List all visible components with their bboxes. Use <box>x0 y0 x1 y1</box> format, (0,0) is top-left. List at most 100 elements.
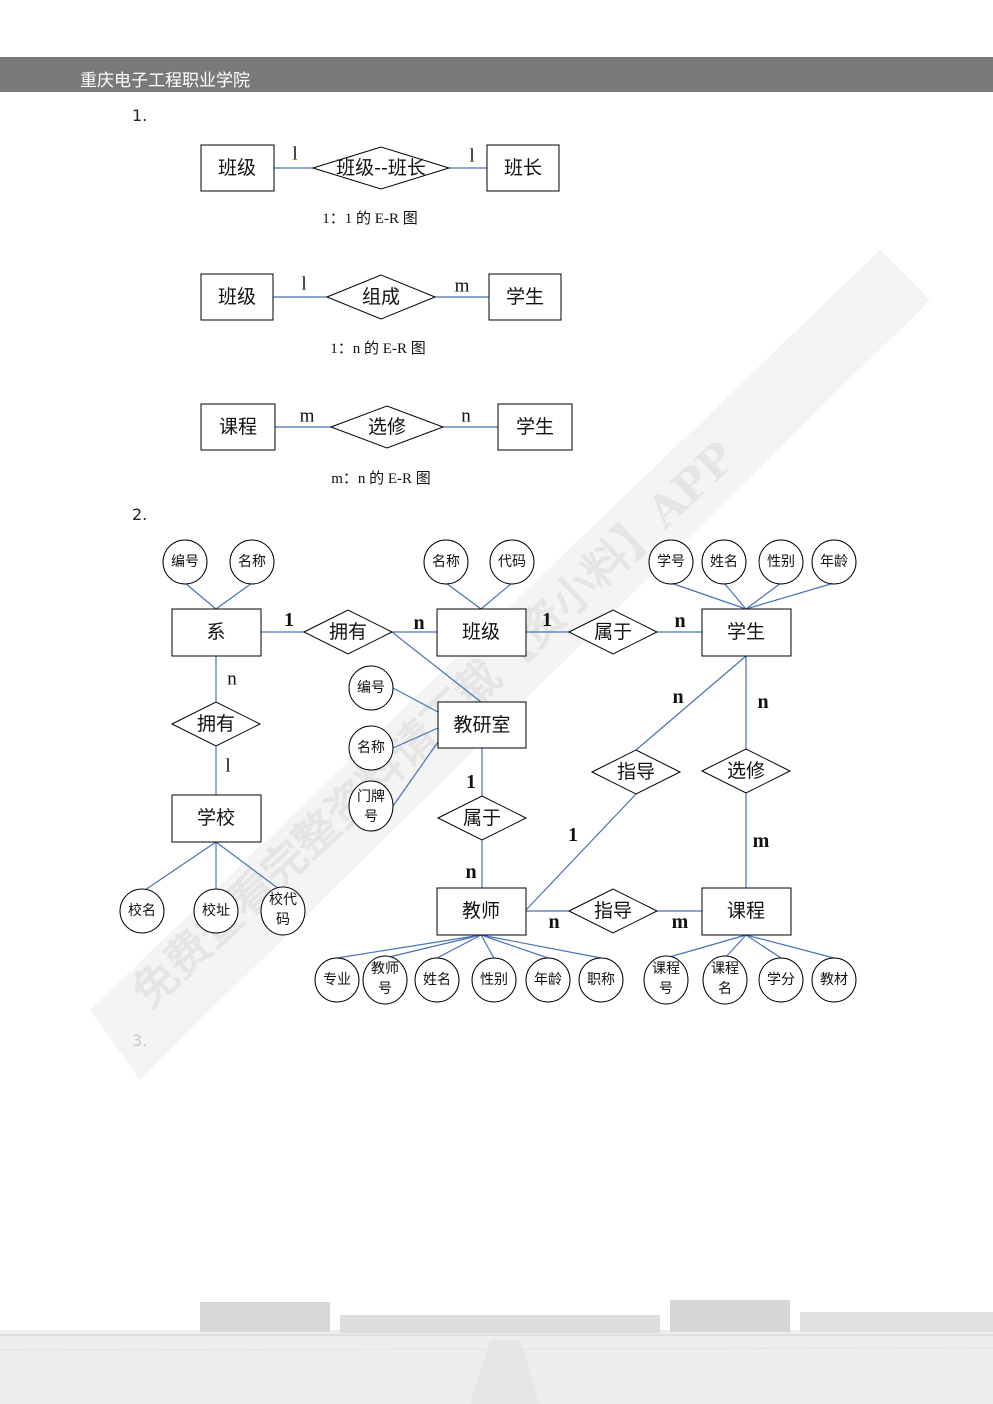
entity-box <box>488 273 562 321</box>
attribute-label: 号 <box>364 809 378 825</box>
relation-diamond <box>590 749 682 795</box>
attribute-ellipse <box>229 539 275 585</box>
attribute-ellipse <box>348 665 394 711</box>
relation-label: 指导 <box>617 761 655 783</box>
relation-label: 选修 <box>368 416 406 438</box>
cardinality: n <box>413 612 424 634</box>
cardinality: n <box>757 691 768 713</box>
entity-label: 班长 <box>504 157 542 179</box>
relation-diamond <box>436 795 528 841</box>
attribute-label: 名称 <box>357 740 385 756</box>
entity-box <box>200 144 275 192</box>
attribute-label: 校名 <box>128 902 156 919</box>
attribute-ellipse <box>811 957 857 1003</box>
entity-label: 班级 <box>218 286 256 308</box>
relation-diamond <box>325 274 437 320</box>
entity-box <box>171 794 262 843</box>
attribute-label: 课程 <box>711 961 739 977</box>
entity-box <box>437 701 527 749</box>
attribute-ellipse <box>578 957 624 1003</box>
attribute-label: 职称 <box>587 972 615 988</box>
attribute-label: 校址 <box>202 902 230 919</box>
cardinality: l <box>469 146 474 167</box>
entity-label: 班级 <box>218 157 256 179</box>
cardinality: n <box>674 610 685 632</box>
attribute-label: 性别 <box>767 554 795 570</box>
attribute-ellipse <box>489 539 535 585</box>
attribute-ellipse <box>702 955 748 1005</box>
attribute-label: 年龄 <box>534 972 562 988</box>
entity-box <box>200 403 276 451</box>
entity-label: 教师 <box>462 900 500 922</box>
entity-label: 课程 <box>727 900 765 922</box>
attribute-ellipse <box>348 725 394 771</box>
attribute-label: 名称 <box>238 554 266 570</box>
attribute-ellipse <box>701 539 747 585</box>
attribute-ellipse <box>260 886 306 936</box>
cardinality: n <box>227 669 237 690</box>
attribute-label: 学号 <box>657 554 685 570</box>
relation-label: 选修 <box>727 760 765 782</box>
entity-label: 学生 <box>727 621 765 643</box>
attribute-label: 名 <box>718 981 732 997</box>
attribute-label: 教材 <box>820 972 848 988</box>
section-2-label: 2. <box>132 505 148 524</box>
connector-lines <box>141 582 835 959</box>
campus-sketch <box>0 1300 993 1404</box>
attribute-label: 课程 <box>652 961 680 977</box>
cardinality: m <box>455 276 470 297</box>
cardinality: n <box>672 686 683 708</box>
er-diagram-2: 系 班级 学生 教研室 学校 教师 课程 拥有 属于 拥有 属于 指导 选修 指… <box>119 539 857 1005</box>
attribute-label: 门牌 <box>357 788 385 805</box>
attribute-ellipse <box>471 957 517 1003</box>
attribute-ellipse <box>314 957 360 1003</box>
caption: 1：1 的 E-R 图 <box>322 210 417 227</box>
header-bar <box>0 57 993 92</box>
entity-box <box>436 887 527 936</box>
cardinality: 1 <box>466 771 476 793</box>
attribute-ellipse <box>414 957 460 1003</box>
attribute-label: 号 <box>378 981 392 997</box>
attribute-ellipse <box>648 539 694 585</box>
header-title: 重庆电子工程职业学院 <box>80 71 250 91</box>
attribute-label: 代码 <box>498 554 526 570</box>
relation-diamond <box>170 701 262 747</box>
cardinality: 1 <box>542 609 552 631</box>
cardinality: m <box>300 406 315 427</box>
attribute-ellipse <box>643 955 689 1005</box>
attribute-ellipse <box>119 888 165 934</box>
relation-diamond <box>311 146 451 190</box>
cardinality: 1 <box>568 824 578 846</box>
attribute-ellipse <box>525 957 571 1003</box>
relation-diamond <box>302 609 394 655</box>
entity-box <box>701 608 792 657</box>
relation-label: 组成 <box>362 286 400 308</box>
er-1-n: 班级 组成 学生 l m 1：n 的 E-R 图 <box>200 273 562 357</box>
attribute-label: 教师 <box>371 961 399 977</box>
entity-label: 学校 <box>197 807 235 829</box>
entity-label: 学生 <box>506 286 544 308</box>
attribute-label: 校代 <box>269 891 297 908</box>
entity-box <box>171 608 262 657</box>
caption: 1：n 的 E-R 图 <box>330 340 425 357</box>
relation-diamond <box>700 748 792 794</box>
attribute-ellipse <box>758 539 804 585</box>
entity-box <box>436 608 527 657</box>
entity-box <box>486 144 560 192</box>
cardinality: n <box>465 861 476 883</box>
attribute-label: 姓名 <box>423 972 451 988</box>
attribute-ellipse <box>193 888 239 934</box>
attribute-ellipse <box>362 955 408 1005</box>
attribute-label: 姓名 <box>710 554 738 570</box>
attribute-label: 专业 <box>323 972 351 988</box>
caption: m：n 的 E-R 图 <box>331 470 431 487</box>
cardinality: l <box>225 756 230 777</box>
entity-label: 学生 <box>516 416 554 438</box>
relation-diamond <box>567 888 659 934</box>
attribute-label: 性别 <box>480 972 508 988</box>
entity-label: 课程 <box>219 416 257 438</box>
relation-label: 属于 <box>594 621 632 643</box>
cardinality: m <box>672 911 689 933</box>
attribute-ellipse <box>348 780 394 832</box>
attribute-label: 学分 <box>767 972 795 988</box>
